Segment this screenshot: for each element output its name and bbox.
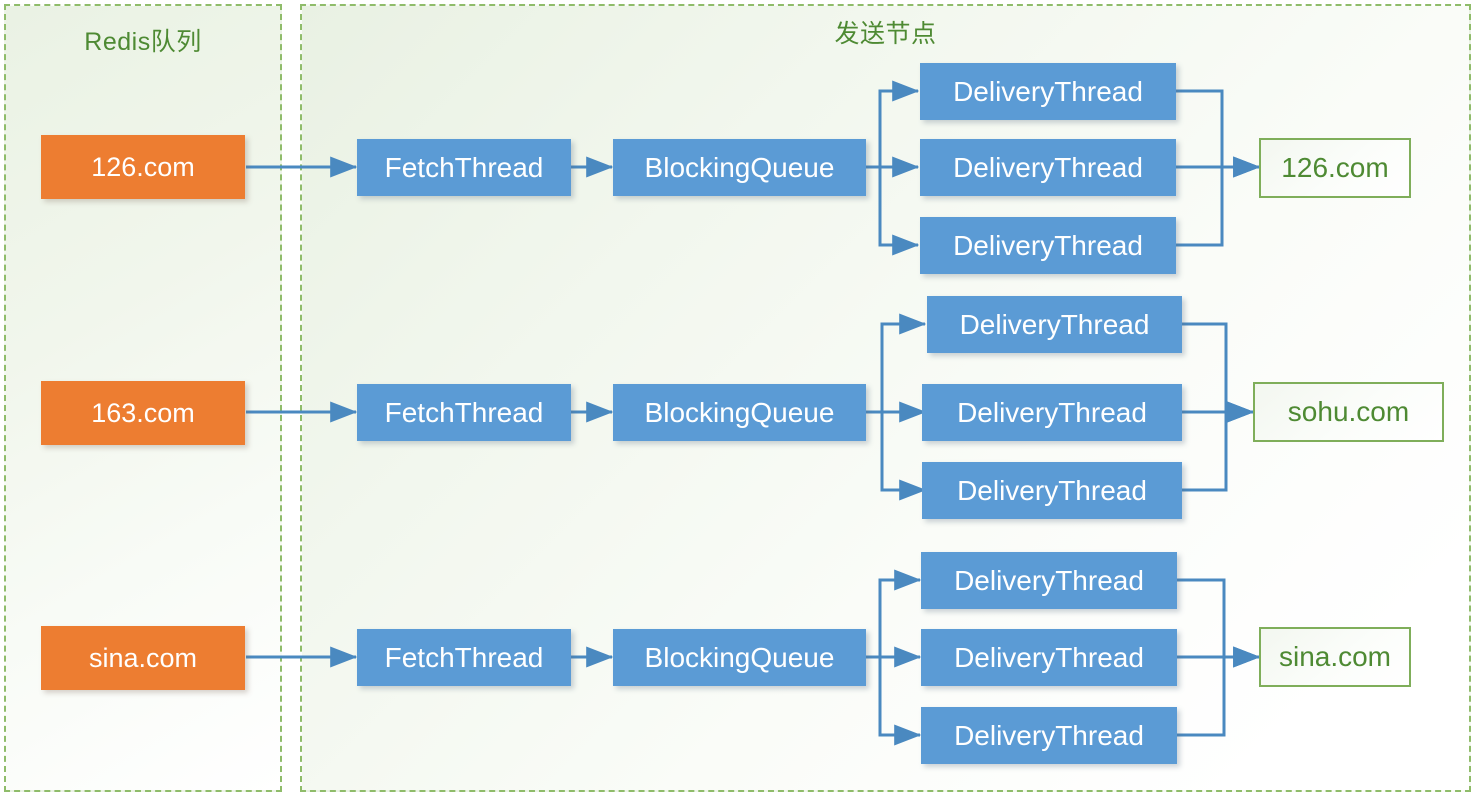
- panel-sender-title: 发送节点: [834, 20, 937, 48]
- delivery-thread-1-3[interactable]: DeliveryThread: [920, 217, 1176, 274]
- fetch-thread-2[interactable]: FetchThread: [357, 384, 571, 441]
- delivery-thread-3-2[interactable]: DeliveryThread: [921, 629, 1177, 686]
- panel-redis-title: Redis队列: [84, 28, 202, 56]
- target-box-126[interactable]: 126.com: [1259, 138, 1411, 198]
- delivery-thread-2-2[interactable]: DeliveryThread: [922, 384, 1182, 441]
- fetch-thread-3[interactable]: FetchThread: [357, 629, 571, 686]
- delivery-thread-1-1[interactable]: DeliveryThread: [920, 63, 1176, 120]
- target-box-sina[interactable]: sina.com: [1259, 627, 1411, 687]
- delivery-thread-3-3[interactable]: DeliveryThread: [921, 707, 1177, 764]
- source-box-126[interactable]: 126.com: [41, 135, 245, 199]
- blocking-queue-1[interactable]: BlockingQueue: [613, 139, 866, 196]
- source-box-163[interactable]: 163.com: [41, 381, 245, 445]
- target-box-sohu[interactable]: sohu.com: [1253, 382, 1444, 442]
- fetch-thread-1[interactable]: FetchThread: [357, 139, 571, 196]
- blocking-queue-2[interactable]: BlockingQueue: [613, 384, 866, 441]
- blocking-queue-3[interactable]: BlockingQueue: [613, 629, 866, 686]
- delivery-thread-2-3[interactable]: DeliveryThread: [922, 462, 1182, 519]
- delivery-thread-2-1[interactable]: DeliveryThread: [927, 296, 1182, 353]
- delivery-thread-3-1[interactable]: DeliveryThread: [921, 552, 1177, 609]
- source-box-sina[interactable]: sina.com: [41, 626, 245, 690]
- delivery-thread-1-2[interactable]: DeliveryThread: [920, 139, 1176, 196]
